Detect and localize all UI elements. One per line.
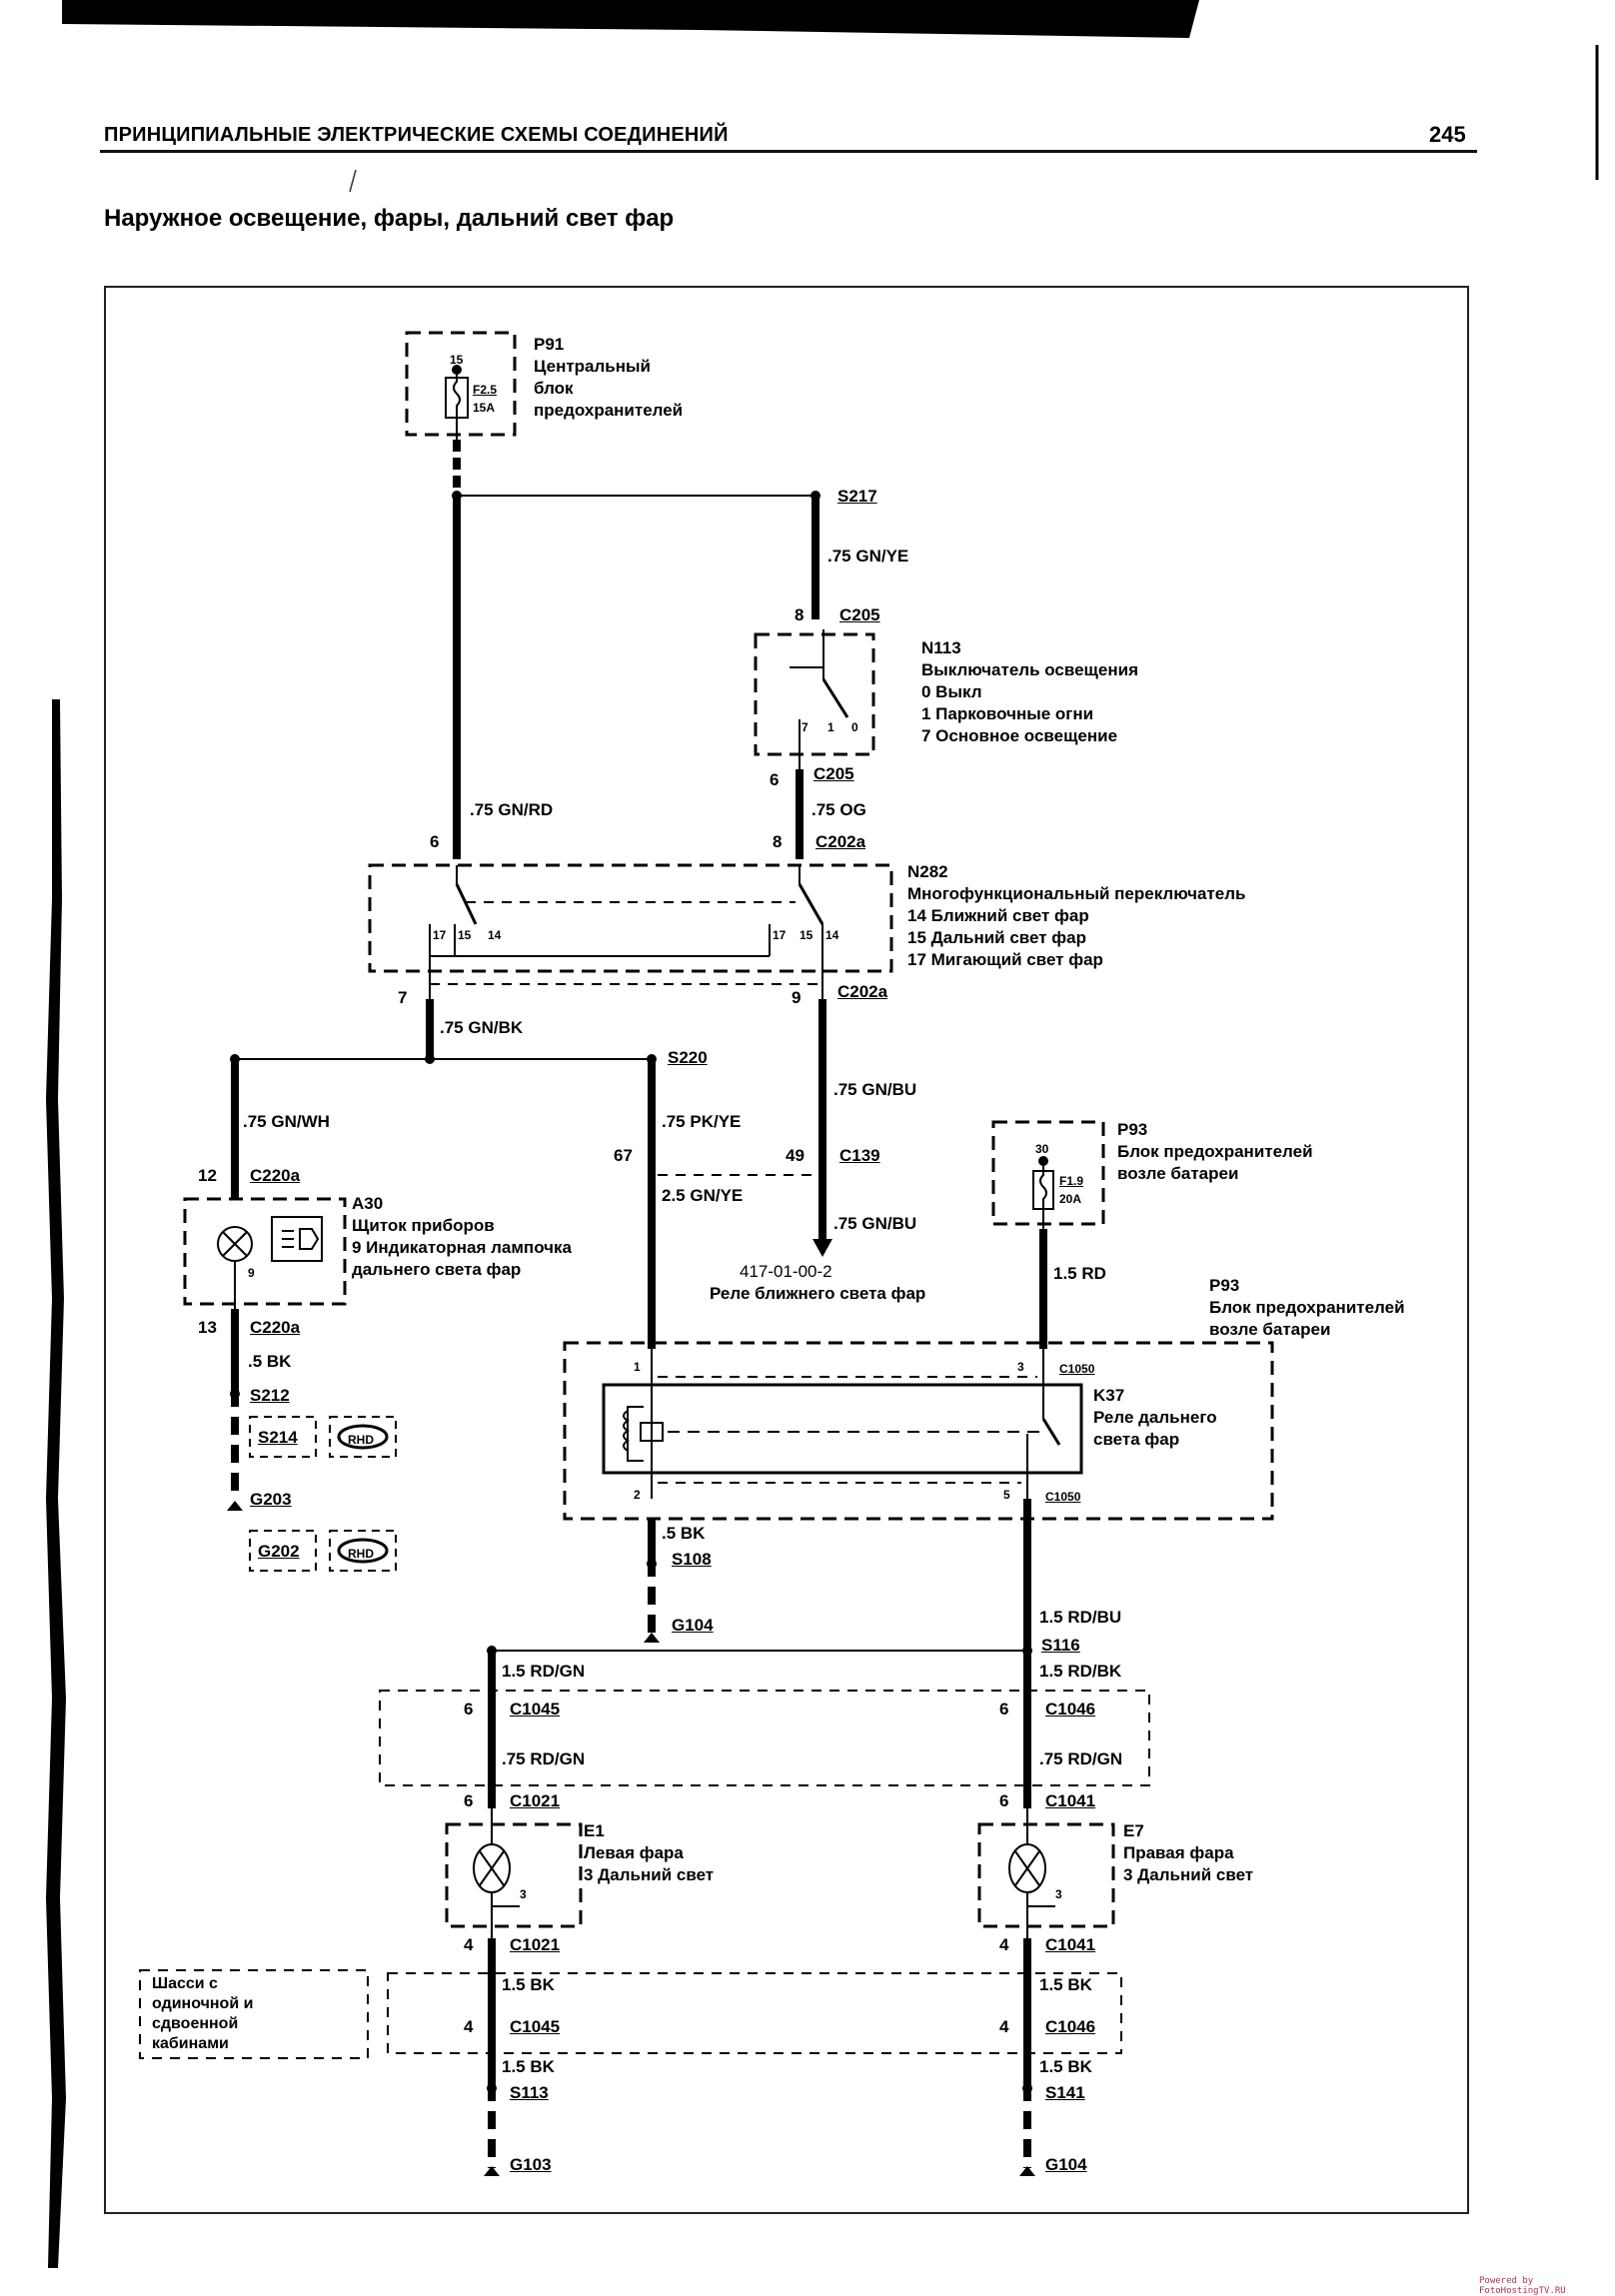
chassis-note: Шасси с одиночной и сдвоенной кабинами — [152, 1975, 254, 2052]
ground-label-g203: G203 — [250, 1490, 292, 1509]
n282-switch-right — [798, 883, 824, 925]
rhd-badge-icon — [337, 1538, 389, 1564]
wire-label-gnwh: .75 GN/WH — [243, 1112, 330, 1131]
n113-label: N113 Выключатель освещения 0 Выкл 1 Парк… — [921, 638, 1138, 745]
p91-pin: 15 — [450, 353, 464, 367]
high-beam-symbol-icon — [271, 1216, 323, 1262]
splice-label-s212: S212 — [250, 1386, 290, 1405]
splice-s116 — [1022, 1646, 1032, 1656]
wire-label-rdbu: 1.5 RD/BU — [1039, 1608, 1122, 1627]
ground-label-g103: G103 — [510, 2155, 552, 2174]
p91-fuse-id: F2.5 — [473, 383, 498, 397]
splice-label-s217: S217 — [837, 487, 877, 506]
scan-top-shadow — [62, 0, 1199, 38]
relay-coil-icon — [623, 1410, 630, 1452]
connector-c220a: C220a — [250, 1166, 301, 1185]
splice-s108 — [647, 1559, 657, 1569]
n113-box — [754, 632, 875, 756]
p93-fuse-box — [991, 1120, 1105, 1226]
chassis-region-top — [379, 1690, 1150, 1786]
fuse-element — [453, 370, 461, 448]
wire-label-bk05: .5 BK — [248, 1352, 292, 1371]
wire-label-gnbu: .75 GN/BU — [833, 1080, 917, 1099]
connector-c1046: C1046 — [1045, 1700, 1096, 1719]
a30-label: A30 Щиток приборов 9 Индикаторная лампоч… — [352, 1194, 572, 1279]
splice-s217 — [810, 491, 820, 501]
ground-label-g104: G104 — [672, 1616, 714, 1635]
splice-s212 — [230, 1389, 240, 1399]
p93-relay-box — [563, 1341, 1274, 1521]
p93-fuse-label: P93 Блок предохранителей возле батареи — [1117, 1120, 1313, 1183]
connector-c1021: C1021 — [510, 1791, 561, 1810]
wire-label-gnrd: .75 GN/RD — [470, 800, 554, 819]
connector-c1041: C1041 — [1045, 1791, 1096, 1810]
chassis-region-bottom — [387, 1972, 1122, 2054]
header-rule — [100, 150, 1477, 153]
n113-switch-blade — [821, 678, 849, 718]
scan-left-shadow — [46, 699, 66, 2268]
p91-box — [405, 331, 517, 437]
arrow-down-icon — [812, 1239, 832, 1257]
wire-label-bk15: 1.5 BK — [502, 1975, 555, 1994]
low-beam-ref-code: 417-01-00-2 — [740, 1262, 832, 1281]
low-beam-ref-label: Реле ближнего света фар — [710, 1284, 926, 1303]
splice-label-s116: S116 — [1041, 1636, 1080, 1655]
ground-label-g202: G202 — [258, 1542, 300, 1561]
n282-switch-left — [455, 883, 478, 925]
wire-label-gnye: .75 GN/YE — [827, 547, 909, 566]
k37-relay-body — [602, 1383, 1083, 1475]
splice-s141 — [1022, 2083, 1032, 2093]
n282-box — [368, 863, 893, 973]
ground-icon — [1019, 2166, 1035, 2176]
scan-mark — [349, 169, 357, 193]
chassis-note-box — [139, 1969, 369, 2059]
k37-contact — [1041, 1418, 1061, 1446]
wire-label-rd: 1.5 RD — [1053, 1264, 1106, 1283]
splice-label-s108: S108 — [672, 1550, 712, 1569]
ground-icon — [644, 1633, 660, 1643]
a30-box — [183, 1197, 347, 1306]
wire-label-og: .75 OG — [811, 800, 866, 819]
diagram-title: Наружное освещение, фары, дальний свет ф… — [104, 205, 675, 232]
p93-relay-label: P93 Блок предохранителей возле батареи — [1209, 1276, 1405, 1339]
p91-id: P91 — [534, 335, 565, 354]
splice-s113 — [487, 2083, 497, 2093]
wire-label-pkye: .75 PK/YE — [662, 1112, 742, 1131]
connector-c1045: C1045 — [510, 1700, 561, 1719]
k37-label: K37 Реле дальнего света фар — [1093, 1386, 1217, 1449]
ground-icon — [484, 2166, 500, 2176]
connector-c139: C139 — [839, 1146, 880, 1165]
page-number: 245 — [1429, 122, 1466, 147]
diagram-frame — [104, 286, 1469, 2214]
splice-label-s113: S113 — [510, 2083, 549, 2102]
watermark: Powered by FotoHostingTV.RU — [1479, 2276, 1566, 2296]
connector-c205: C205 — [839, 605, 880, 624]
wire-label-gnbu2: .75 GN/BU — [833, 1214, 917, 1233]
e1-box — [445, 1822, 583, 1928]
e7-label: E7 Правая фара 3 Дальний свет — [1123, 1821, 1254, 1884]
ground-label-g104b: G104 — [1045, 2155, 1087, 2174]
rhd-badge: RHD — [348, 1433, 374, 1447]
wire-label-rdbk: 1.5 RD/BK — [1039, 1662, 1122, 1681]
p91-fuse-rating: 15A — [473, 401, 496, 415]
splice-label-s214: S214 — [258, 1428, 298, 1447]
rhd-badge-icon — [337, 1424, 389, 1450]
splice-s220 — [647, 1054, 657, 1064]
p91-label: P91 Центральный блок предохранителей — [534, 335, 684, 420]
page-header: ПРИНЦИПИАЛЬНЫЕ ЭЛЕКТРИЧЕСКИЕ СХЕМЫ СОЕДИ… — [104, 124, 729, 146]
wire-label-gnye25: 2.5 GN/YE — [662, 1186, 744, 1205]
n282-label: N282 Многофункциональный переключатель 1… — [907, 862, 1246, 969]
splice-label-s220: S220 — [668, 1048, 708, 1067]
wire-label-gnbk: .75 GN/BK — [440, 1018, 524, 1037]
ground-icon — [227, 1501, 243, 1511]
splice-label-s141: S141 — [1045, 2083, 1085, 2102]
e1-label: E1 Левая фара 3 Дальний свет — [584, 1821, 715, 1884]
connector-c202a: C202a — [815, 832, 866, 851]
wire-label-rdgn: 1.5 RD/GN — [502, 1662, 586, 1681]
e7-box — [977, 1822, 1115, 1928]
